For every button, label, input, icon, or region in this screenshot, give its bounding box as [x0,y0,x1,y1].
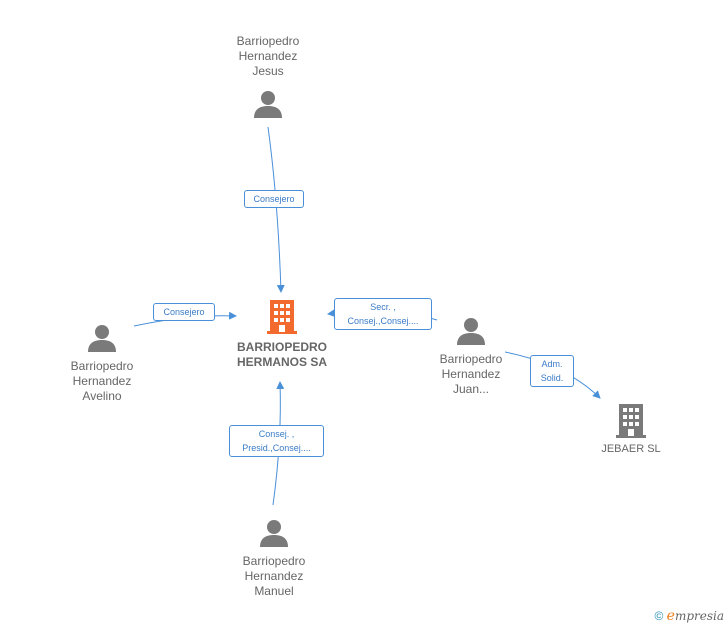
person-name-line: Juan... [452,382,490,396]
building-icon [616,404,646,438]
building-icon [267,300,297,334]
person-name-line: Manuel [254,584,294,598]
edge-label-line: Secr. , [370,302,396,312]
person-name-line: Barriopedro [70,359,134,373]
edge-label-line: Consej. , [258,429,295,439]
copyright-symbol: © [654,609,664,623]
edge-label-line: Presid.,Consej.... [242,443,311,453]
person-node-juan[interactable]: Barriopedro Hernandez Juan... [411,316,531,397]
person-node-manuel[interactable]: Barriopedro Hernandez Manuel [214,518,334,599]
person-node-jesus[interactable]: Barriopedro Hernandez Jesus [208,34,328,119]
edge-label-jesus[interactable]: Consejero [244,190,304,208]
person-name-line: Jesus [252,64,284,78]
edge-jesus-main [267,126,285,293]
person-name-line: Hernandez [72,374,132,388]
person-icon [457,318,485,345]
person-name-line: Barriopedro [242,554,306,568]
person-icon [88,325,116,352]
person-node-avelino[interactable]: Barriopedro Hernandez Avelino [42,323,162,404]
person-name-line: Barriopedro [236,34,300,48]
person-name-line: Hernandez [441,367,501,381]
brand-logo-e: e [666,608,675,624]
edge-label-manuel[interactable]: Consej. , Presid.,Consej.... [229,425,324,457]
company-name-line: JEBAER SL [601,443,661,455]
edge-label-line: Adm. [541,359,563,369]
company-node-barriopedro-hermanos[interactable]: BARRIOPEDRO HERMANOS SA [222,299,342,370]
person-icon [260,520,288,547]
brand-logo-text: mpresia [674,609,724,623]
company-name-line: HERMANOS SA [236,355,327,369]
edge-label-line: Consejero [163,307,205,317]
person-name-line: Avelino [82,389,122,403]
edge-label-avelino[interactable]: Consejero [153,303,215,321]
edge-label-juan-main[interactable]: Secr. , Consej.,Consej.... [334,298,432,330]
company-node-jebaer[interactable]: JEBAER SL [589,403,673,457]
company-name-line: BARRIOPEDRO [236,340,327,354]
brand-watermark: © empresia [654,608,724,624]
edge-label-line: Consej.,Consej.... [347,316,419,326]
edge-label-juan-jebaer[interactable]: Adm. Solid. [530,355,574,387]
person-icon [254,91,282,118]
person-name-line: Hernandez [244,569,304,583]
edge-label-line: Solid. [540,373,564,383]
edge-label-line: Consejero [253,194,295,204]
person-name-line: Hernandez [238,49,298,63]
person-name-line: Barriopedro [439,352,503,366]
